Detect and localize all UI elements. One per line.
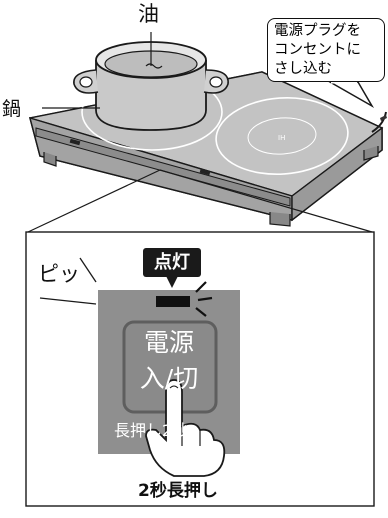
plug-callout: 電源プラグを コンセントに さし込む xyxy=(267,18,385,82)
pan-label: 鍋 xyxy=(2,98,22,120)
oil-label: 油 xyxy=(138,2,159,26)
lamp-glow-rays xyxy=(195,281,213,317)
svg-text:IH: IH xyxy=(278,134,285,142)
callout-line-3: さし込む xyxy=(274,61,332,77)
beep-label: ピッ xyxy=(38,262,80,286)
panel-hint: 長押し2秒 xyxy=(114,421,189,440)
power-button-text: 電源 入/切 xyxy=(124,330,214,402)
indicator-lamp xyxy=(156,296,190,307)
lit-label: 点灯 xyxy=(143,248,201,277)
pressing-hand xyxy=(145,379,226,477)
pot xyxy=(73,41,229,131)
button-line-1: 電源 xyxy=(143,328,194,357)
callout-tail xyxy=(327,81,375,109)
induction-cooktop: IH xyxy=(29,71,387,227)
callout-line-2: コンセントに xyxy=(274,42,361,58)
caption: 2秒長押し xyxy=(138,481,218,501)
button-line-2: 入/切 xyxy=(139,364,199,393)
callout-line-1: 電源プラグを xyxy=(274,23,361,39)
